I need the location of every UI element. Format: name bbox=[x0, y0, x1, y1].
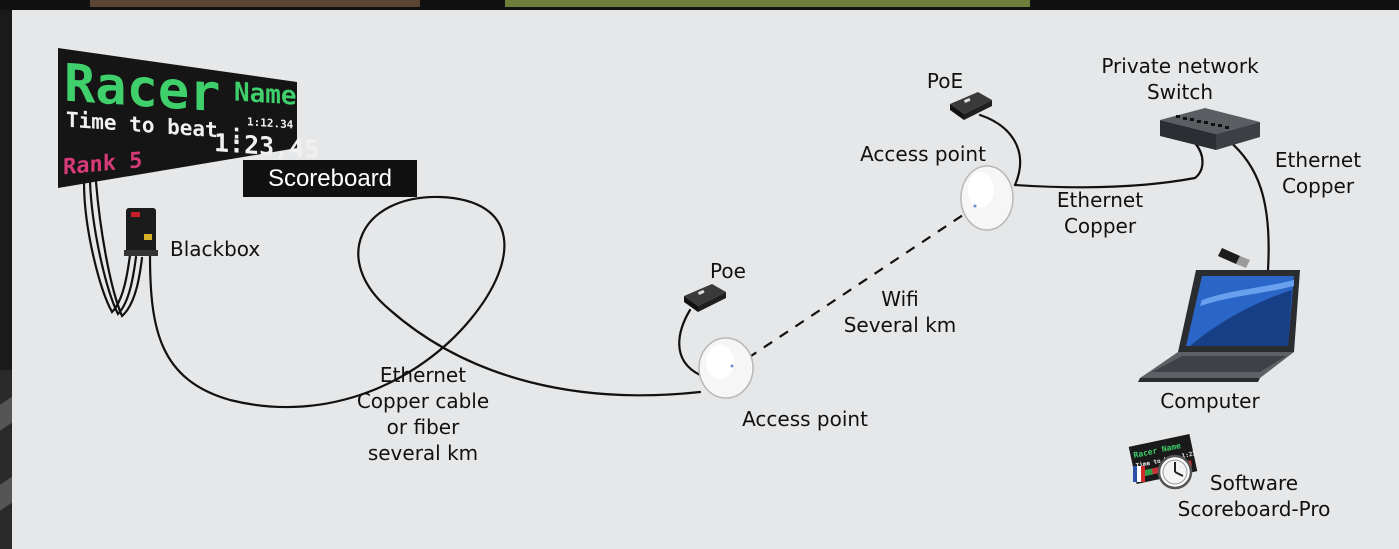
software-scoreboard-icon: Racer Name Time to beat 1:23 bbox=[1128, 433, 1198, 490]
scoreboard-display: Racer Name Time to beat : 1:12.34 1:23,4… bbox=[58, 48, 319, 188]
ethernet-copper-middle-label: Ethernet Copper bbox=[1056, 188, 1144, 238]
access-point-right-label: Access point bbox=[860, 142, 986, 166]
top-photo-segment bbox=[90, 0, 420, 7]
top-strip bbox=[0, 0, 1399, 10]
ethernet-cable-long bbox=[148, 195, 702, 409]
poe-injector-right-icon bbox=[950, 92, 992, 120]
access-point-left-label: Access point bbox=[742, 407, 868, 431]
wifi-link bbox=[747, 204, 979, 359]
scoreboard-cable bbox=[88, 180, 138, 316]
laptop-icon bbox=[1138, 270, 1300, 382]
blackbox-label: Blackbox bbox=[170, 237, 261, 261]
scoreboard-caption: Scoreboard bbox=[243, 160, 417, 197]
software-label: Software Scoreboard-Pro bbox=[1177, 471, 1331, 521]
access-point-left-icon bbox=[698, 337, 754, 399]
ethernet-cable-computer bbox=[1226, 138, 1270, 272]
computer-label: Computer bbox=[1160, 389, 1260, 413]
scoreboard-cable bbox=[94, 180, 144, 318]
poe-injector-left-icon bbox=[684, 284, 726, 312]
ethernet-long-label: Ethernet Copper cable or fiber several k… bbox=[356, 363, 490, 465]
usb-dongle-icon bbox=[1218, 248, 1250, 268]
poe-right-label: PoE bbox=[926, 69, 964, 93]
scoreboard-name-text: Name bbox=[234, 77, 297, 111]
blackbox-icon bbox=[124, 208, 158, 256]
corner-decoration bbox=[0, 370, 14, 549]
scoreboard-best-time: 1:12.34 bbox=[247, 115, 294, 131]
top-photo-segment bbox=[505, 0, 1030, 7]
switch-label: Private network Switch bbox=[1101, 54, 1259, 104]
scoreboard-racer-text: Racer bbox=[64, 54, 220, 125]
scoreboard-cable bbox=[82, 180, 132, 314]
wifi-label: Wifi Several km bbox=[843, 287, 957, 337]
poe-cable-right bbox=[978, 113, 1022, 187]
access-point-right-icon bbox=[960, 165, 1014, 231]
switch-icon bbox=[1160, 108, 1260, 150]
ethernet-cable-switch bbox=[1013, 141, 1204, 189]
poe-cable-left bbox=[678, 308, 702, 377]
ethernet-copper-right-label: Ethernet Copper bbox=[1274, 148, 1362, 198]
poe-left-label: Poe bbox=[710, 259, 746, 283]
